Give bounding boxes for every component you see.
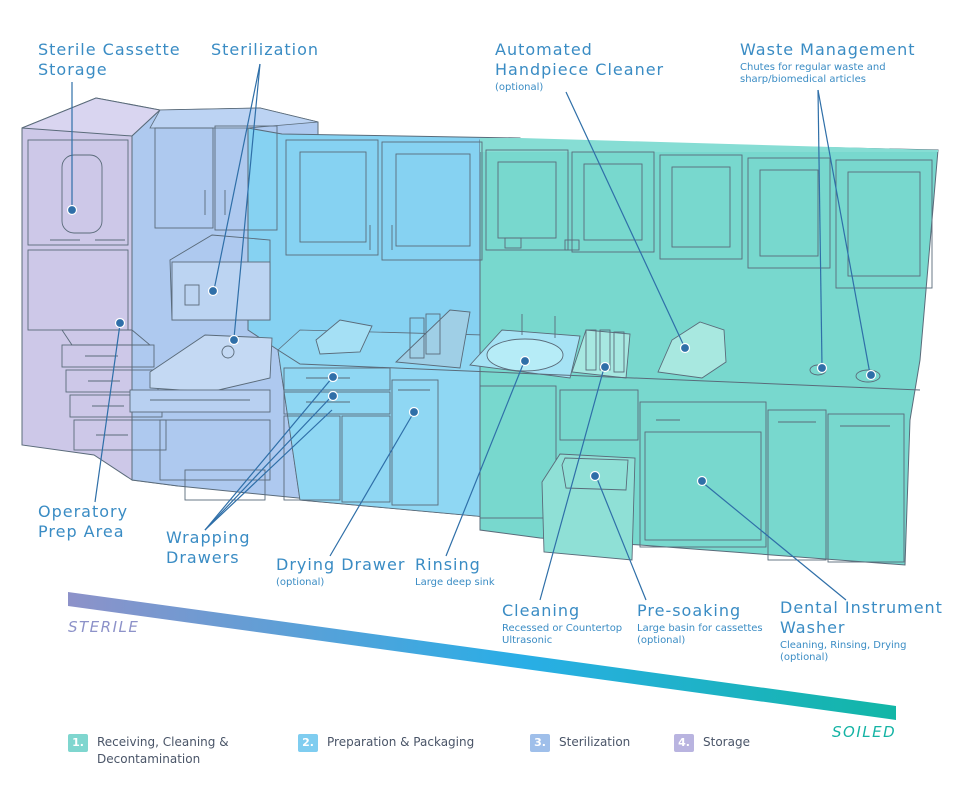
legend-label: Receiving, Cleaning & Decontamination <box>97 735 229 766</box>
sterile-to-soiled-gradient <box>68 592 896 720</box>
sterilization-cabinetry <box>129 125 278 501</box>
legend-number: 1. <box>68 734 88 752</box>
label-subtitle: Cleaning, Rinsing, Drying (optional) <box>780 640 907 663</box>
label-rinsing: Rinsing Large deep sink <box>415 555 495 589</box>
dot-rinsing <box>519 355 531 367</box>
label-cleaning: Cleaning Recessed or Countertop Ultrason… <box>502 601 622 647</box>
preparation-cabinetry <box>283 139 483 506</box>
label-subtitle: Large basin for cassettes (optional) <box>637 623 763 646</box>
dot-pre-soaking <box>589 470 601 482</box>
legend-number: 2. <box>298 734 318 752</box>
countertop-edge <box>277 349 921 391</box>
label-subtitle: Recessed or Countertop Ultrasonic <box>502 623 623 646</box>
legend-item-storage: 4. Storage <box>674 734 750 752</box>
label-automated-handpiece-cleaner: Automated Handpiece Cleaner (optional) <box>495 40 664 94</box>
label-wrapping-drawers: Wrapping Drawers <box>166 528 251 568</box>
sterile-label: STERILE <box>68 618 140 636</box>
dot-operatory-prep <box>114 317 126 329</box>
label-title: Operatory Prep Area <box>38 502 129 541</box>
callout-dots <box>66 204 877 487</box>
legend-item-preparation: 2. Preparation & Packaging <box>298 734 474 752</box>
legend-label: Sterilization <box>559 735 631 749</box>
label-sterile-cassette-storage: Sterile Cassette Storage <box>38 40 181 80</box>
dot-waste-chute-1 <box>816 362 828 374</box>
dot-wrapping-drawer-2 <box>327 390 339 402</box>
label-subtitle: Large deep sink <box>415 577 495 588</box>
label-title: Cleaning <box>502 601 581 620</box>
legend-label: Storage <box>703 735 750 749</box>
legend-number: 4. <box>674 734 694 752</box>
label-title: Rinsing <box>415 555 481 574</box>
receiving-cabinetry <box>469 149 933 563</box>
label-waste-management: Waste Management Chutes for regular wast… <box>740 40 916 86</box>
dot-sterilizer-lower <box>228 334 240 346</box>
dot-sterilizer-upper <box>207 285 219 297</box>
label-title: Sterile Cassette Storage <box>38 40 181 79</box>
dot-drying-drawer <box>408 406 420 418</box>
callout-leaders <box>71 63 871 601</box>
label-title: Wrapping Drawers <box>166 528 251 567</box>
label-title: Waste Management <box>740 40 916 59</box>
label-pre-soaking: Pre-soaking Large basin for cassettes (o… <box>637 601 763 647</box>
dot-cleaning <box>599 361 611 373</box>
dot-waste-chute-2 <box>865 369 877 381</box>
label-subtitle: (optional) <box>495 82 544 93</box>
label-title: Dental Instrument Washer <box>780 598 943 637</box>
storage-cabinet <box>27 139 167 451</box>
label-dental-instrument-washer: Dental Instrument Washer Cleaning, Rinsi… <box>780 598 943 664</box>
label-subtitle: Chutes for regular waste and sharp/biome… <box>740 62 886 85</box>
dot-handpiece-cleaner <box>679 342 691 354</box>
zone-preparation <box>247 127 521 521</box>
label-title: Pre-soaking <box>637 601 742 620</box>
soiled-label: SOILED <box>832 723 897 741</box>
dot-wrapping-drawer-1 <box>327 371 339 383</box>
label-drying-drawer: Drying Drawer (optional) <box>276 555 405 589</box>
label-title: Drying Drawer <box>276 555 406 574</box>
dot-instrument-washer <box>696 475 708 487</box>
legend-number: 3. <box>530 734 550 752</box>
legend-item-sterilization: 3. Sterilization <box>530 734 630 752</box>
dot-sterile-cassette-storage <box>66 204 78 216</box>
label-operatory-prep-area: Operatory Prep Area <box>38 502 128 542</box>
label-title: Sterilization <box>211 40 320 59</box>
label-sterilization: Sterilization <box>211 40 319 60</box>
label-title: Automated Handpiece Cleaner <box>495 40 665 79</box>
label-subtitle: (optional) <box>276 577 325 588</box>
legend-label: Preparation & Packaging <box>327 735 475 749</box>
legend-item-receiving: 1. Receiving, Cleaning & Decontamination <box>68 734 229 768</box>
